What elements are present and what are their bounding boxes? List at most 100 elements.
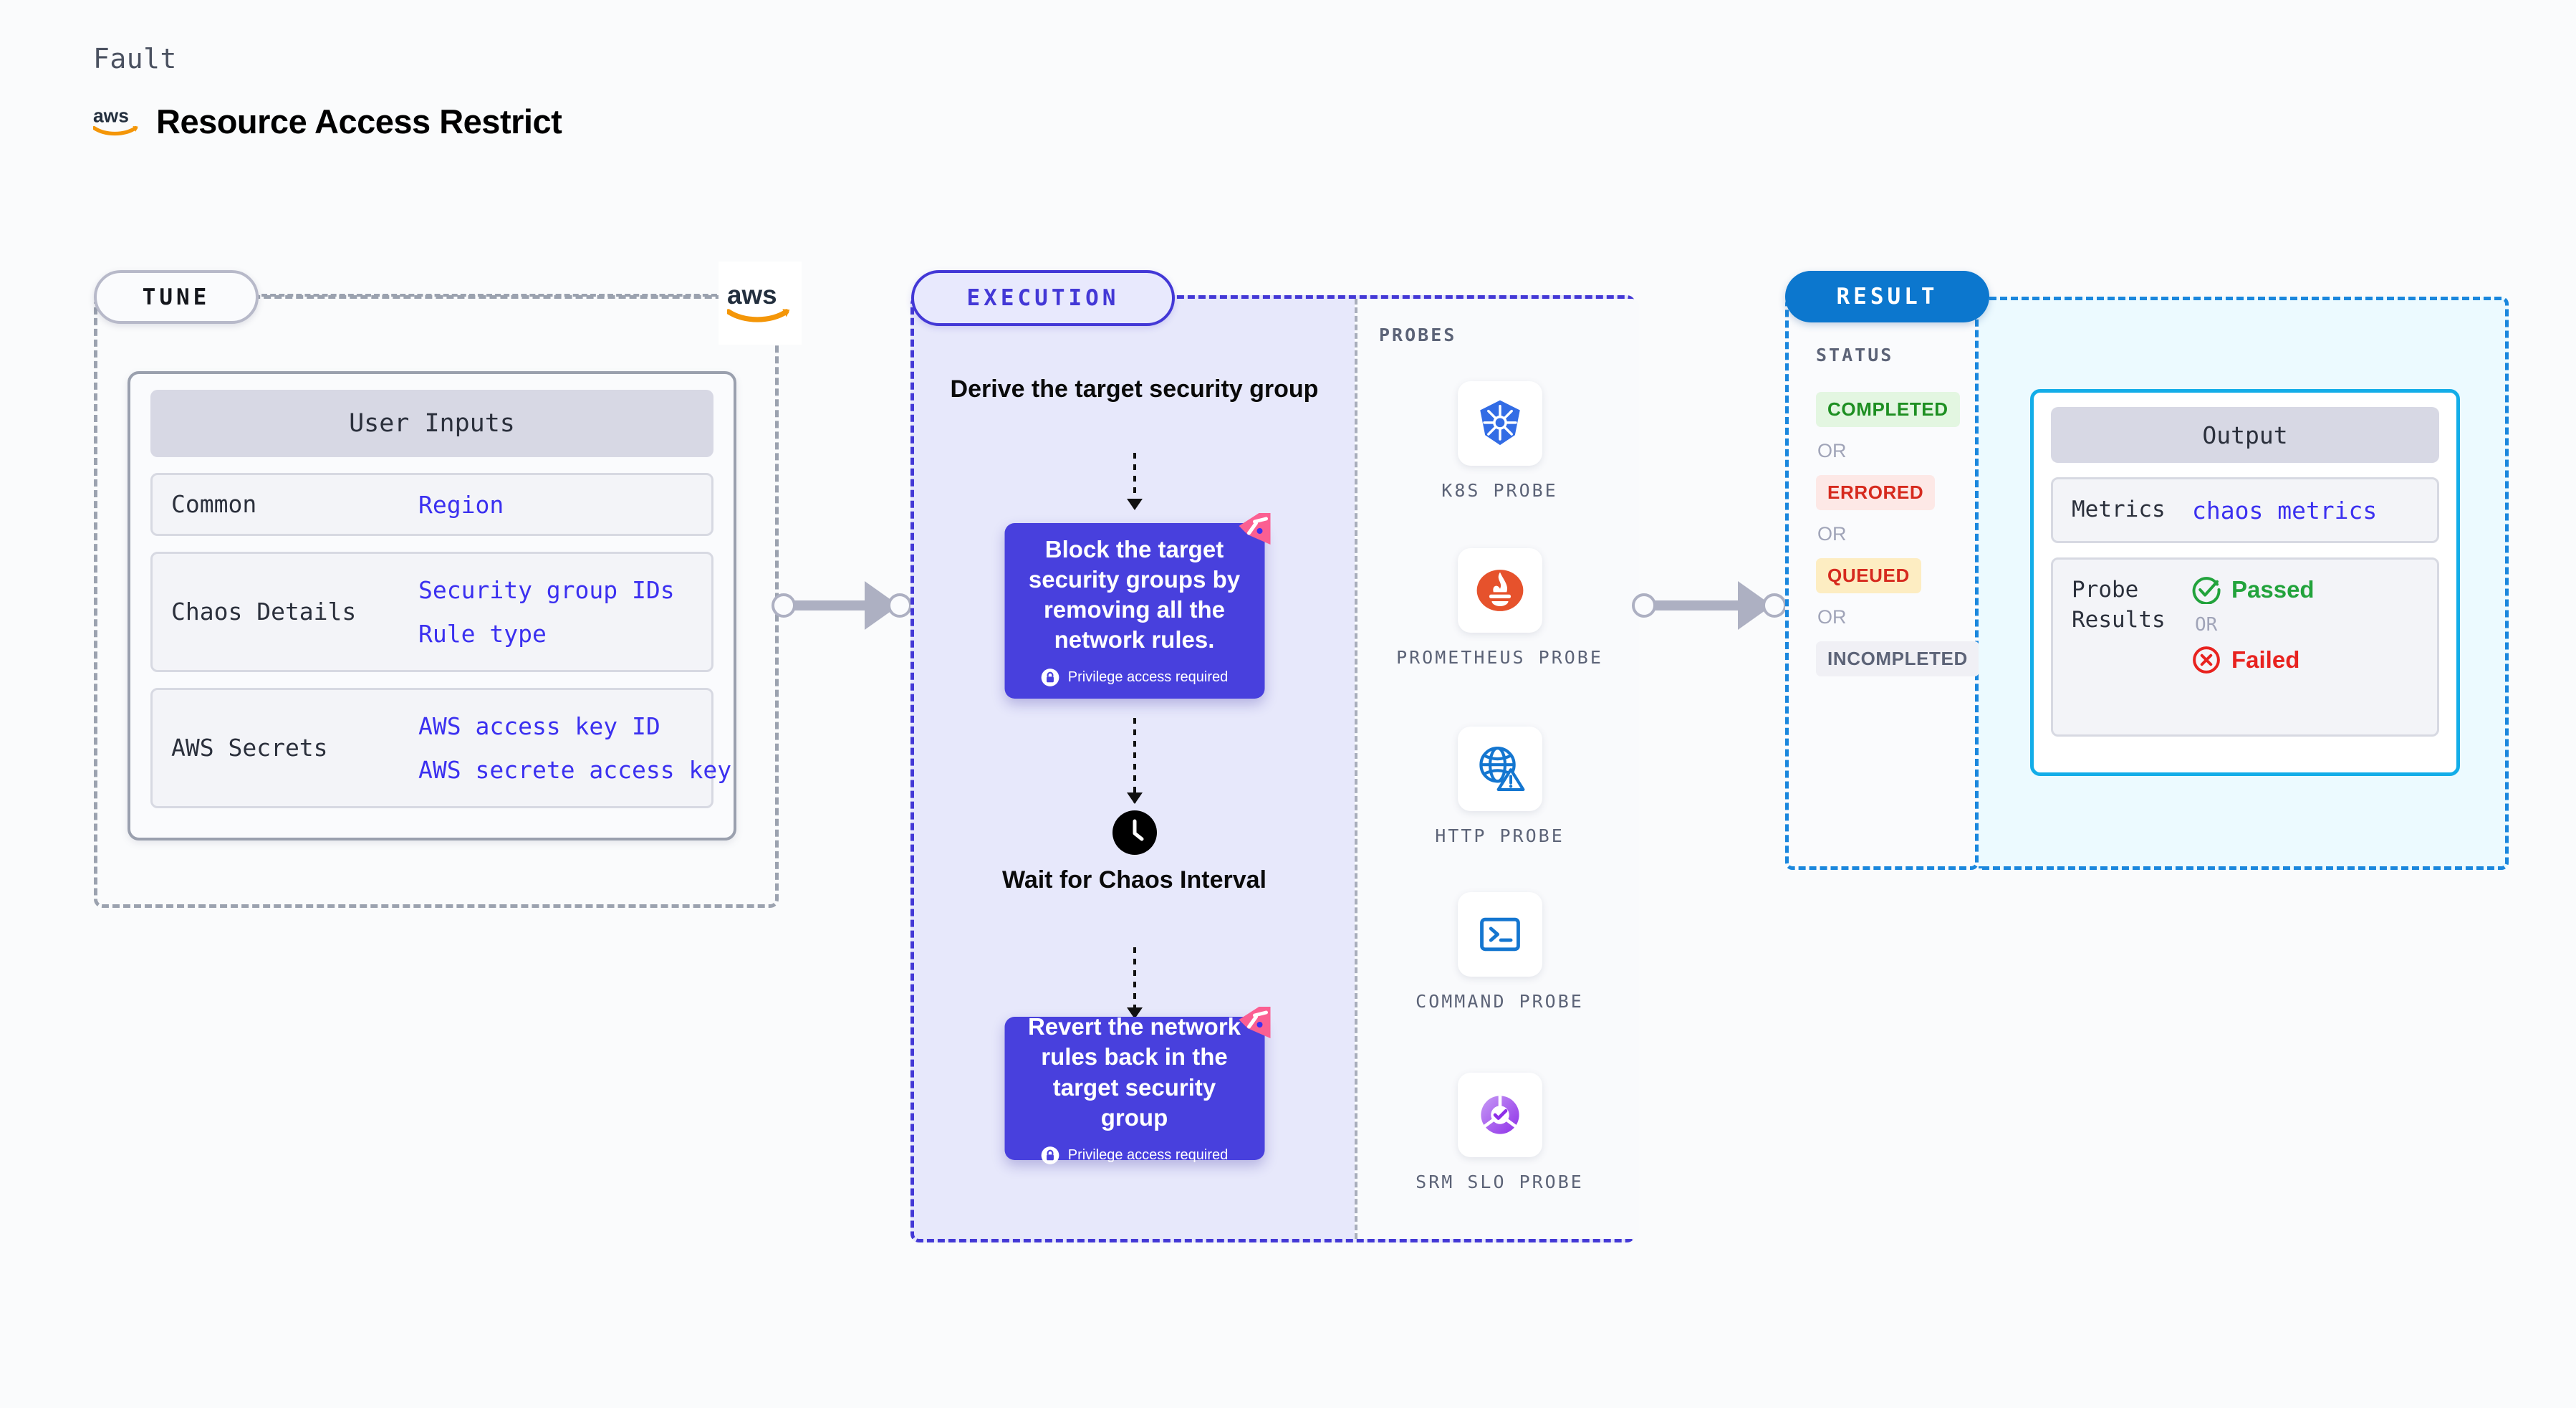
connector-node-end [888,593,912,618]
input-row-key: AWS Secrets [171,733,328,762]
probe-tile [1457,1073,1542,1157]
connector-node-start [1632,593,1656,618]
tune-aws-badge: aws [719,262,802,345]
user-inputs-header: User Inputs [150,390,713,457]
input-value[interactable]: Region [418,490,504,519]
probe-label: SRM SLO PROBE [1416,1172,1584,1192]
connector-execution-to-result [1632,580,1787,631]
probe-result-or: OR [2195,614,2218,636]
input-row-values: AWS access key ID AWS secrete access key [418,712,731,784]
step-wait-label: Wait for Chaos Interval [1001,866,1267,894]
connector-line [1639,600,1739,610]
probe-result-passed: Passed [2192,575,2315,604]
x-circle-icon [2193,646,2220,674]
output-card: Output Metrics chaos metrics Probe Resul… [2030,389,2460,776]
status-badge-incompleted: INCOMPLETED [1816,641,1979,676]
probe-tile [1457,381,1542,466]
svg-text:aws: aws [727,281,777,310]
lock-icon [1041,669,1059,687]
output-row-key: Probe Results [2072,577,2166,633]
input-row-key: Chaos Details [171,597,357,626]
status-or: OR [1817,523,1847,545]
execution-flow-column: Derive the target security group Block t… [914,299,1355,1239]
tune-stage-pill[interactable]: TUNE [94,270,259,324]
status-or: OR [1817,440,1847,461]
step-block-card[interactable]: Block the target security groups by remo… [1004,513,1270,699]
probe-tile [1457,727,1542,811]
input-row-values: Region [418,491,504,519]
output-metrics-value[interactable]: chaos metrics [2192,496,2378,525]
input-row-values: Security group IDs Rule type [418,576,675,648]
prometheus-icon [1476,570,1523,611]
result-status-panel: STATUS COMPLETED OR ERRORED OR QUEUED OR… [1785,297,1979,870]
input-value[interactable]: AWS secrete access key [418,756,732,784]
lock-icon [1041,1146,1059,1164]
probe-label: HTTP PROBE [1435,825,1565,846]
execution-panel: Derive the target security group Block t… [910,295,1639,1242]
flow-arrow-1 [1133,453,1136,509]
connector-node-end [1762,593,1787,618]
chaos-badge-icon [1239,513,1270,545]
page-header: Fault aws Resource Access Restrict [93,43,562,141]
chaos-badge-icon [1239,1007,1270,1038]
probe-tile [1457,548,1542,633]
input-row-aws-secrets: AWS Secrets AWS access key ID AWS secret… [150,688,731,808]
result-output-panel: Output Metrics chaos metrics Probe Resul… [1979,297,2509,870]
fault-kicker: Fault [93,43,177,75]
privilege-note: Privilege access required [1041,1146,1228,1165]
input-row-chaos-details: Chaos Details Security group IDs Rule ty… [150,552,713,672]
terminal-icon [1479,917,1520,952]
input-value[interactable]: Rule type [418,620,547,648]
aws-logo-icon: aws [727,281,790,322]
step-block-text: Block the target security groups by remo… [1028,535,1241,653]
flow-arrow-2 [1133,718,1136,803]
input-row-common: Common Region [150,473,713,536]
probe-label: COMMAND PROBE [1416,991,1584,1012]
probe-passed-label: Passed [2231,576,2315,603]
srm-slo-icon [1480,1096,1519,1134]
connector-tune-to-execution [772,580,912,631]
output-header: Output [2051,407,2439,463]
flow-arrow-3 [1133,947,1136,1017]
status-badge-errored: ERRORED [1816,475,1936,510]
probe-k8s[interactable]: K8S PROBE [1357,381,1642,503]
input-value[interactable]: AWS access key ID [418,712,660,740]
input-value[interactable]: Security group IDs [418,576,675,604]
privilege-note: Privilege access required [1041,668,1228,687]
output-row-probe-results: Probe Results Passed OR Failed [2051,557,2439,737]
probe-tile [1457,892,1542,977]
privilege-note-text: Privilege access required [1067,669,1229,686]
http-globe-icon [1479,747,1524,791]
probe-http[interactable]: HTTP PROBE [1357,727,1642,848]
probe-result-failed: Failed [2192,646,2315,674]
output-row-key: Metrics [2072,497,2166,523]
probe-failed-label: Failed [2231,646,2300,673]
check-circle-icon [2192,577,2221,604]
user-inputs-card: User Inputs Common Region Chaos Details … [128,371,736,841]
probe-prometheus[interactable]: PROMETHEUS PROBE [1357,548,1642,670]
tune-connector-dash [253,294,726,297]
probes-panel: PROBES K [1355,299,1639,1239]
status-title: STATUS [1816,345,1894,365]
clock-icon [1112,810,1157,855]
privilege-note-text: Privilege access required [1067,1146,1229,1163]
probe-result-values: Passed OR Failed [2192,575,2315,674]
probes-title: PROBES [1379,325,1457,345]
connector-node-start [772,593,796,618]
svg-text:aws: aws [93,105,129,127]
status-or: OR [1817,606,1847,628]
result-stage-pill[interactable]: RESULT [1785,271,1989,322]
step-revert-text: Revert the network rules back in the tar… [1027,1013,1241,1131]
page-title: Resource Access Restrict [156,102,562,140]
title-row: aws Resource Access Restrict [93,102,562,141]
step-revert-card[interactable]: Revert the network rules back in the tar… [1004,1007,1270,1164]
probe-label: K8S PROBE [1441,480,1558,501]
probe-command[interactable]: COMMAND PROBE [1357,892,1642,1014]
probe-srm-slo[interactable]: SRM SLO PROBE [1357,1073,1642,1194]
kubernetes-icon [1479,400,1520,446]
input-row-key: Common [171,489,257,518]
execution-stage-pill[interactable]: EXECUTION [911,270,1175,326]
step-derive-label: Derive the target security group [950,375,1319,403]
connector-line [779,600,868,610]
status-badge-queued: QUEUED [1816,558,1921,593]
